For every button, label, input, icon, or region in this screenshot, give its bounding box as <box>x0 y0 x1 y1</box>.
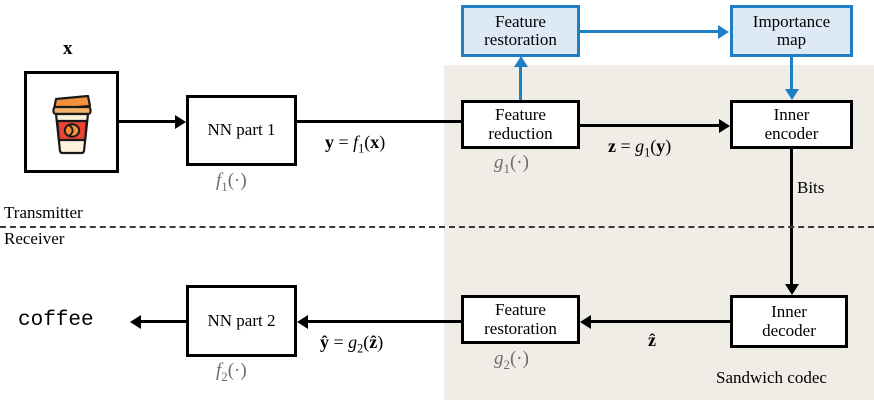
edge-feature-restoration-to-nn2 <box>308 320 461 323</box>
importance-map-box[interactable]: Importance map <box>730 5 853 57</box>
nn-part-1-box[interactable]: NN part 1 <box>186 95 297 166</box>
inner-decoder-line2: decoder <box>762 320 816 340</box>
nn-part-1-label: NN part 1 <box>207 120 276 140</box>
f1-caption: f1(·) <box>216 170 247 194</box>
transmitter-receiver-divider <box>0 226 874 228</box>
feature-restoration-top-box[interactable]: Feature restoration <box>461 5 580 57</box>
inner-decoder-box[interactable]: Inner decoder <box>730 295 848 348</box>
g1-caption: g1(·) <box>494 152 529 176</box>
coffee-cup-icon <box>51 94 92 155</box>
sandwich-codec-label: Sandwich codec <box>716 368 827 387</box>
arrowhead-image-to-nn1 <box>175 114 186 129</box>
arrowhead-to-output <box>130 314 141 329</box>
arrowhead-to-feature-restoration-bottom <box>580 314 591 329</box>
arrowhead-to-nn2 <box>297 314 308 329</box>
edge-feature-reduction-to-restoration <box>519 66 522 100</box>
y-equals-f1x-label: y = f1(x) <box>325 132 386 156</box>
arrowhead-to-feature-restoration <box>513 56 528 67</box>
input-image-box <box>24 71 119 173</box>
transmitter-label: Transmitter <box>4 203 83 222</box>
edge-bits <box>790 149 793 285</box>
feature-restoration-bottom-line1: Feature <box>495 300 546 320</box>
importance-map-line1: Importance <box>752 11 831 31</box>
nn-part-2-label: NN part 2 <box>207 310 276 330</box>
feature-reduction-box[interactable]: Feature reduction <box>461 100 580 149</box>
arrowhead-bits-to-inner-decoder <box>784 284 799 295</box>
edge-feature-reduction-to-inner-encoder <box>580 124 719 127</box>
arrowhead-to-importance-map <box>718 24 729 39</box>
feature-restoration-top-line2: restoration <box>484 30 557 49</box>
nn-part-2-box[interactable]: NN part 2 <box>186 285 297 357</box>
arrowhead-to-inner-encoder <box>719 118 730 133</box>
input-symbol-label: x <box>63 38 73 59</box>
inner-encoder-line1: Inner <box>773 105 810 125</box>
edge-nn2-to-output <box>141 320 186 323</box>
receiver-label: Receiver <box>4 229 65 248</box>
edge-image-to-nn1 <box>119 120 175 123</box>
feature-restoration-bottom-line2: restoration <box>484 318 557 338</box>
feature-reduction-line1: Feature <box>495 105 546 125</box>
zhat-label: ẑ <box>648 330 656 350</box>
feature-restoration-bottom-box[interactable]: Feature restoration <box>461 295 580 344</box>
feature-restoration-top-line1: Feature <box>495 11 546 31</box>
z-equals-g1y-label: z = g1(y) <box>608 136 672 160</box>
f2-caption: f2(·) <box>216 360 247 384</box>
inner-encoder-line2: encoder <box>764 123 819 143</box>
edge-restoration-to-importance-map <box>580 30 718 33</box>
feature-reduction-line2: reduction <box>488 123 553 143</box>
importance-map-line2: map <box>776 30 807 49</box>
edge-inner-decoder-to-feature-restoration <box>591 320 730 323</box>
inner-decoder-line1: Inner <box>771 302 807 322</box>
bits-label: Bits <box>797 178 825 197</box>
arrowhead-to-inner-encoder-top <box>784 89 799 100</box>
inner-encoder-box[interactable]: Inner encoder <box>730 100 853 149</box>
g2-caption: g2(·) <box>494 348 529 372</box>
edge-nn1-to-feature-reduction <box>297 120 461 123</box>
output-text-label: coffee <box>18 309 94 332</box>
edge-importance-map-to-inner-encoder <box>790 57 793 90</box>
yhat-equals-g2zhat-label: ŷ = g2(ẑ) <box>320 332 384 356</box>
